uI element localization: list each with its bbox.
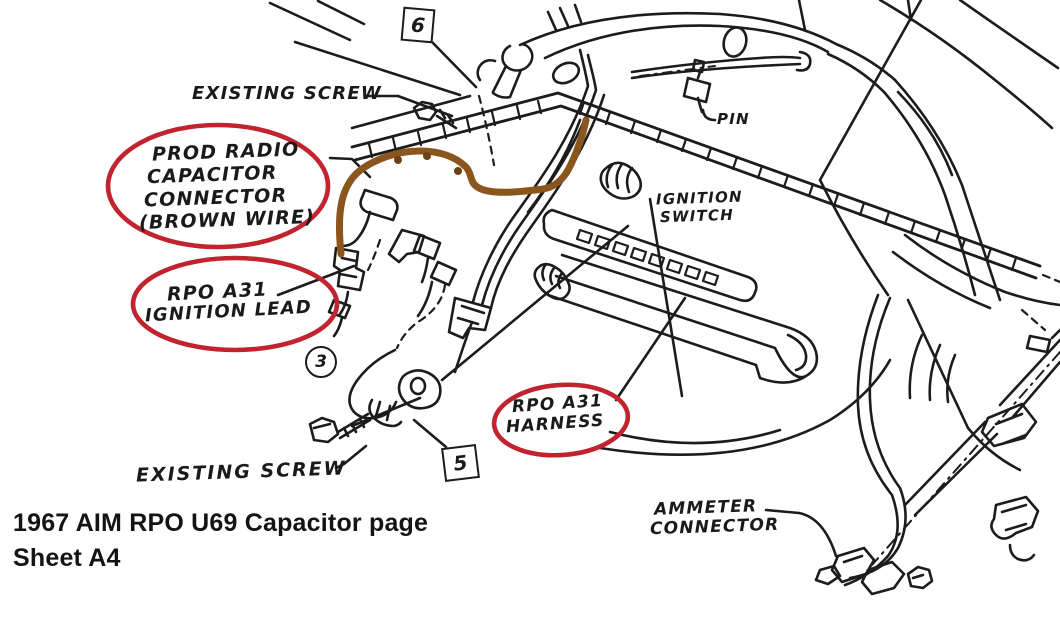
column-rod-centerline — [871, 351, 1060, 566]
capacitor-connector-cluster — [327, 188, 426, 338]
upper-harness-dashdot — [639, 65, 716, 77]
existing-screw-bottom-part — [308, 412, 372, 444]
cowl-top-edges — [518, 0, 913, 94]
item-marker-6-number: 6 — [410, 12, 426, 38]
cowl-side-curves — [818, 0, 1060, 310]
kick-panel-harness — [843, 293, 1022, 587]
switch-terminal-row — [575, 228, 720, 287]
label-ammeter-line2: CONNECTOR — [649, 514, 780, 540]
item-marker-5-number: 5 — [452, 450, 469, 476]
label-prod-radio-line1: PROD RADIO — [151, 138, 300, 166]
item-marker-5: 5 — [441, 443, 480, 483]
far-right-connector — [1025, 328, 1060, 354]
upper-harness-run — [630, 50, 812, 80]
item-marker-3: 3 — [305, 346, 337, 378]
top-left-structure-lines — [268, 0, 462, 97]
brown-capacitor-wire — [335, 116, 590, 258]
label-ignition-switch-line1: IGNITION — [655, 187, 744, 209]
item-marker-3-number: 3 — [315, 352, 327, 372]
wire-dab — [423, 152, 431, 160]
ignition-switch-plate — [542, 208, 758, 303]
column-rod-assembly — [903, 338, 1060, 590]
callout-leader-lines — [276, 39, 838, 558]
lower-rail-line — [350, 224, 630, 428]
label-prod-radio-line2: CAPACITOR — [146, 161, 278, 189]
label-ignition-switch-line2: SWITCH — [659, 205, 735, 227]
page-caption-line1: 1967 AIM RPO U69 Capacitor page — [13, 509, 429, 537]
dash-upper-rail-line — [350, 94, 472, 130]
red-highlight-ellipses — [105, 122, 631, 458]
pin-part — [682, 58, 712, 114]
wire-clip-item6 — [476, 42, 534, 99]
harness-end-connector — [447, 296, 493, 374]
item-marker-6: 6 — [400, 6, 436, 44]
switch-housing-channel — [546, 253, 819, 384]
ribbed-cylinders — [533, 161, 643, 301]
lower-dash-curves — [598, 358, 892, 457]
main-harness-bundle — [471, 48, 606, 310]
dangling-connectors — [348, 233, 458, 420]
highlight-ellipse-harness — [491, 382, 631, 458]
cable-clamp-grommet — [368, 369, 442, 428]
ammeter-connector-parts — [814, 546, 906, 596]
dash-band-hatching — [367, 99, 1018, 272]
page-caption-line2: Sheet A4 — [13, 544, 121, 572]
wire-dab — [394, 156, 402, 164]
label-pin: PIN — [717, 110, 750, 128]
highlight-ellipse-ignition-lead — [130, 255, 340, 353]
highlight-ellipse-capacitor — [105, 122, 331, 250]
dash-band-edges — [350, 91, 1042, 280]
wire-dab — [454, 167, 462, 175]
dash-panel-holes — [551, 26, 748, 85]
label-existing-screw-top: EXISTING SCREW — [192, 83, 382, 104]
